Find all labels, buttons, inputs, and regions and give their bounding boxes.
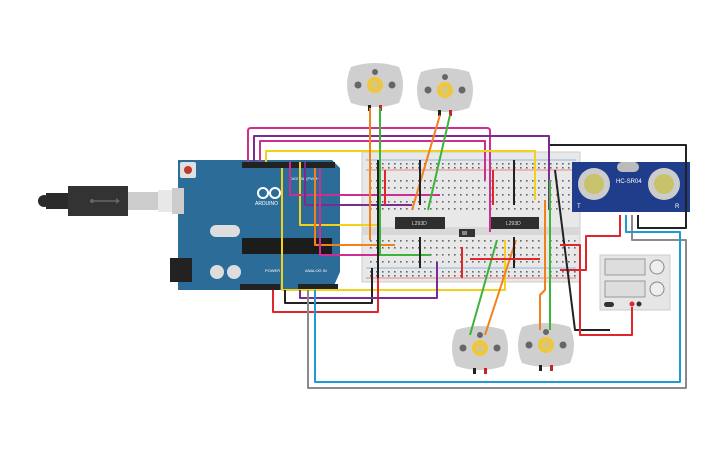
- usb-cable[interactable]: [38, 186, 178, 216]
- wire-blue: [314, 215, 681, 383]
- wire-red: [560, 215, 621, 271]
- power-label: POWER: [265, 268, 280, 273]
- wire-green: [379, 108, 430, 256]
- sensor-t-mark: T: [577, 204, 581, 210]
- digital-header[interactable]: [242, 162, 322, 168]
- wires[interactable]: [247, 108, 687, 389]
- jumpers: [377, 160, 540, 278]
- wire-yellow: [281, 168, 506, 291]
- wire-black: [554, 169, 610, 331]
- wire-green: [427, 114, 451, 211]
- driver-chip-1[interactable]: L293D: [395, 217, 445, 229]
- motor-bottom-left[interactable]: [452, 326, 508, 374]
- driver-label: L293D: [412, 221, 427, 227]
- wire-purple: [304, 162, 412, 206]
- power-header[interactable]: [240, 284, 280, 290]
- power-supply[interactable]: [599, 254, 671, 311]
- slide-switch[interactable]: [459, 229, 475, 237]
- crystal: [210, 225, 240, 237]
- wire-orange: [411, 114, 441, 211]
- sensor-r-mark: R: [675, 204, 680, 210]
- wire-orange: [484, 239, 517, 336]
- wire-yellow: [265, 150, 536, 200]
- wire-yellow: [299, 162, 380, 226]
- wire-magenta: [289, 162, 440, 196]
- breadboard[interactable]: [361, 151, 581, 283]
- motor-top-right[interactable]: [417, 68, 473, 116]
- wire-red: [560, 244, 633, 336]
- motor-top-left[interactable]: [347, 63, 403, 111]
- motor-bottom-right[interactable]: [518, 323, 574, 371]
- arduino-logo-icon: [257, 187, 281, 199]
- driver-label: L293D: [506, 221, 521, 227]
- wire-orange: [539, 200, 546, 330]
- analog-label: ANALOG IN: [305, 268, 327, 273]
- microcontroller-chip: [242, 238, 332, 254]
- wire-black: [550, 144, 687, 229]
- power-jack: [170, 258, 192, 282]
- sensor-label: HC-SR04: [616, 179, 642, 185]
- wire-gray: [307, 215, 687, 389]
- wire-green: [469, 239, 498, 336]
- driver-chip-2[interactable]: L293D: [489, 217, 539, 229]
- analog-header[interactable]: [298, 284, 338, 290]
- wire-red: [272, 268, 379, 313]
- ultrasonic-sensor[interactable]: HC-SR04 T R: [572, 162, 690, 212]
- wire-purple: [299, 262, 438, 299]
- wire-purple: [253, 135, 550, 210]
- wire-magenta: [319, 168, 383, 256]
- usb-icon: [90, 198, 120, 204]
- wire-black: [284, 268, 373, 304]
- arduino-brand: ARDUINO: [255, 201, 278, 207]
- wire-magenta: [259, 140, 486, 180]
- wire-orange: [314, 168, 395, 246]
